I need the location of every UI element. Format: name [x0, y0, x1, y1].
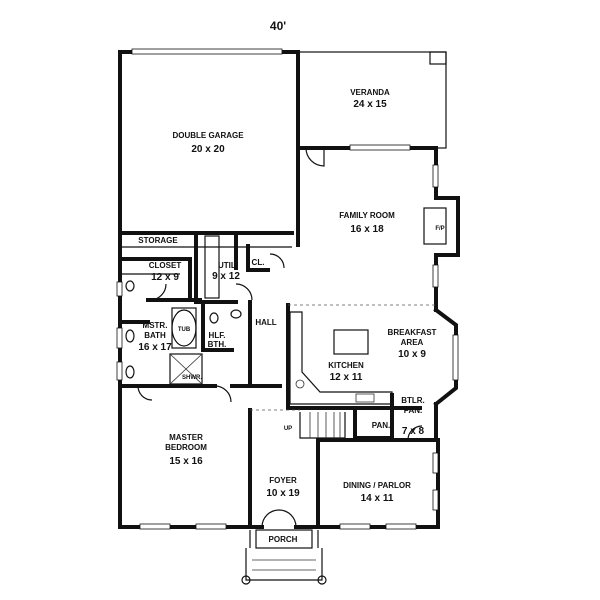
- interior-walls: [118, 231, 438, 529]
- cl-name: CL.: [252, 258, 265, 267]
- kitchen-counters: [289, 311, 393, 405]
- family-room-name: FAMILY ROOM: [339, 211, 395, 220]
- storage-name: STORAGE: [138, 236, 178, 245]
- garage-name: DOUBLE GARAGE: [172, 131, 244, 140]
- kitchen-name: KITCHEN: [328, 361, 364, 370]
- garage-size: 20 x 20: [191, 144, 225, 155]
- hall-name: HALL: [255, 318, 276, 327]
- util-size: 9 x 12: [212, 271, 240, 282]
- staircase: [299, 412, 346, 439]
- doors: [137, 147, 423, 528]
- closet-size: 12 x 9: [151, 272, 179, 283]
- butler-pantry-name-1: BTLR.: [401, 396, 425, 405]
- closet-name: CLOSET: [149, 261, 182, 270]
- kitchen-island: [333, 329, 369, 355]
- fireplace-label: F/P: [435, 226, 444, 232]
- mstr-bath-name-2: BATH: [144, 331, 166, 340]
- foyer-name: FOYER: [269, 476, 297, 485]
- windows: [116, 48, 459, 530]
- tub-label: TUB: [178, 327, 191, 333]
- breakfast-name-2: AREA: [401, 338, 424, 347]
- mstr-bath-name-1: MSTR.: [143, 321, 168, 330]
- family-room-size: 16 x 18: [350, 224, 384, 235]
- master-bedroom-name-1: MASTER: [169, 433, 203, 442]
- fixtures: [125, 235, 242, 385]
- room-labels: VERANDA 24 x 15 DOUBLE GARAGE 20 x 20 FA…: [138, 88, 444, 544]
- util-name: UTIL.: [218, 261, 238, 270]
- porch-name: PORCH: [269, 535, 298, 544]
- overall-width-label: 40': [270, 19, 286, 33]
- half-bath-name-1: HLF.: [209, 331, 226, 340]
- veranda-name: VERANDA: [350, 88, 390, 97]
- mstr-bath-size: 16 x 17: [138, 342, 172, 353]
- master-bedroom-size: 15 x 16: [169, 456, 203, 467]
- butler-pantry-name-2: PAN.: [404, 406, 423, 415]
- fireplace: [423, 207, 447, 245]
- veranda-size: 24 x 15: [353, 99, 387, 110]
- stairs-up-label: UP: [284, 426, 292, 432]
- pantry-name: PAN.: [372, 421, 391, 430]
- porch-steps: [241, 529, 327, 585]
- half-bath-name-2: BTH.: [208, 340, 227, 349]
- foyer-size: 10 x 19: [266, 488, 300, 499]
- shower-label: SHWR.: [182, 375, 202, 381]
- kitchen-size: 12 x 11: [330, 372, 363, 383]
- breakfast-size: 10 x 9: [398, 349, 426, 360]
- butler-pantry-size: 7 x 8: [402, 426, 425, 437]
- breakfast-name-1: BREAKFAST: [388, 328, 437, 337]
- dining-name: DINING / PARLOR: [343, 481, 411, 490]
- master-bedroom-name-2: BEDROOM: [165, 443, 207, 452]
- dining-size: 14 x 11: [361, 493, 394, 504]
- shower-icon: [169, 353, 203, 385]
